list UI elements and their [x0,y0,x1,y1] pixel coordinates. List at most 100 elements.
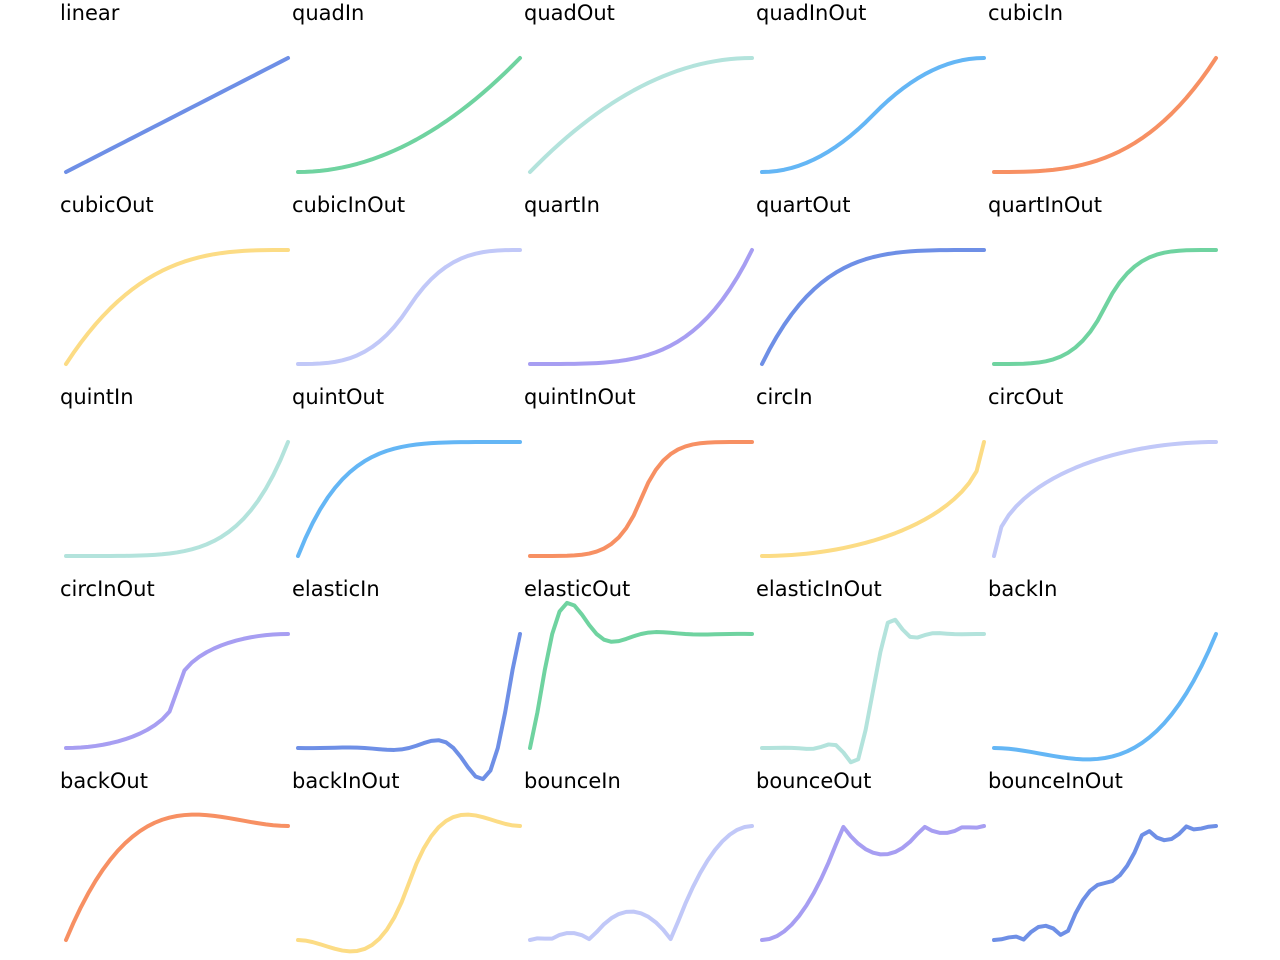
chart-title: circOut [988,385,1064,409]
chart-linear: linear [60,0,292,192]
chart-title: quadOut [524,1,615,25]
chart-title: circInOut [60,577,155,601]
curve-plot [64,632,290,750]
chart-elasticInOut: elasticInOut [756,576,988,768]
chart-title: backOut [60,769,148,793]
chart-bounceOut: bounceOut [756,768,988,960]
series-line-quartInOut [992,248,1218,366]
chart-title: quintInOut [524,385,636,409]
chart-bounceInOut: bounceInOut [988,768,1220,960]
chart-quadIn: quadIn [292,0,524,192]
curve-plot [64,248,290,366]
curve-plot [64,812,290,942]
curve-plot [296,440,522,558]
curve-plot [64,440,290,558]
chart-title: backIn [988,577,1058,601]
curve-plot [760,440,986,558]
chart-backIn: backIn [988,576,1220,768]
chart-quartOut: quartOut [756,192,988,384]
chart-quadInOut: quadInOut [756,0,988,192]
chart-cubicOut: cubicOut [60,192,292,384]
chart-cubicIn: cubicIn [988,0,1220,192]
curve-plot [992,56,1218,174]
curve-plot [528,824,754,942]
chart-title: elasticIn [292,577,380,601]
curve-plot [760,617,986,765]
chart-title: quadIn [292,1,365,25]
chart-elasticOut: elasticOut [524,576,756,768]
chart-title: quintOut [292,385,385,409]
series-line-quintOut [296,440,522,558]
chart-quadOut: quadOut [524,0,756,192]
chart-circIn: circIn [756,384,988,576]
chart-title: backInOut [292,769,400,793]
chart-title: bounceIn [524,769,621,793]
series-line-circOut [992,440,1218,558]
chart-title: bounceInOut [988,769,1123,793]
series-line-backOut [64,812,290,942]
chart-quintOut: quintOut [292,384,524,576]
chart-circInOut: circInOut [60,576,292,768]
chart-title: quartOut [756,193,851,217]
curve-plot [528,440,754,558]
series-line-backIn [992,632,1218,762]
chart-title: circIn [756,385,813,409]
series-line-bounceIn [528,824,754,942]
series-line-quintIn [64,440,290,558]
curve-plot [296,56,522,174]
series-line-bounceInOut [992,824,1218,942]
chart-title: cubicInOut [292,193,406,217]
series-line-quadIn [296,56,522,174]
curve-plot [992,440,1218,558]
series-line-bounceOut [760,824,986,942]
chart-elasticIn: elasticIn [292,576,524,782]
chart-quintInOut: quintInOut [524,384,756,576]
series-line-elasticOut [528,600,754,750]
curve-plot [992,824,1218,942]
series-line-elasticInOut [760,617,986,765]
curve-plot [528,56,754,174]
chart-cubicInOut: cubicInOut [292,192,524,384]
chart-title: quartInOut [988,193,1102,217]
chart-title: quartIn [524,193,600,217]
curve-plot [296,812,522,954]
curve-plot [296,248,522,366]
curve-plot [760,824,986,942]
series-line-cubicOut [64,248,290,366]
series-line-quintInOut [528,440,754,558]
curve-plot [760,56,986,174]
chart-title: quadInOut [756,1,867,25]
chart-backInOut: backInOut [292,768,524,960]
series-line-circIn [760,440,986,558]
series-line-quartIn [528,248,754,366]
chart-quintIn: quintIn [60,384,292,576]
chart-title: elasticInOut [756,577,882,601]
series-line-backInOut [296,812,522,954]
chart-title: bounceOut [756,769,872,793]
series-line-circInOut [64,632,290,750]
series-line-quadOut [528,56,754,174]
series-line-elasticIn [296,632,522,782]
series-line-quartOut [760,248,986,366]
series-line-linear [64,56,290,174]
chart-quartIn: quartIn [524,192,756,384]
series-line-quadInOut [760,56,986,174]
chart-title: linear [60,1,120,25]
chart-title: elasticOut [524,577,631,601]
curve-plot [760,248,986,366]
chart-circOut: circOut [988,384,1220,576]
chart-title: quintIn [60,385,134,409]
curve-plot [528,248,754,366]
curve-plot [992,248,1218,366]
chart-backOut: backOut [60,768,292,960]
curve-plot [528,600,754,750]
chart-title: cubicOut [60,193,154,217]
curve-plot [992,632,1218,762]
curve-plot [64,56,290,174]
chart-quartInOut: quartInOut [988,192,1220,384]
curve-plot [296,632,522,782]
chart-title: cubicIn [988,1,1064,25]
series-line-cubicInOut [296,248,522,366]
series-line-cubicIn [992,56,1218,174]
